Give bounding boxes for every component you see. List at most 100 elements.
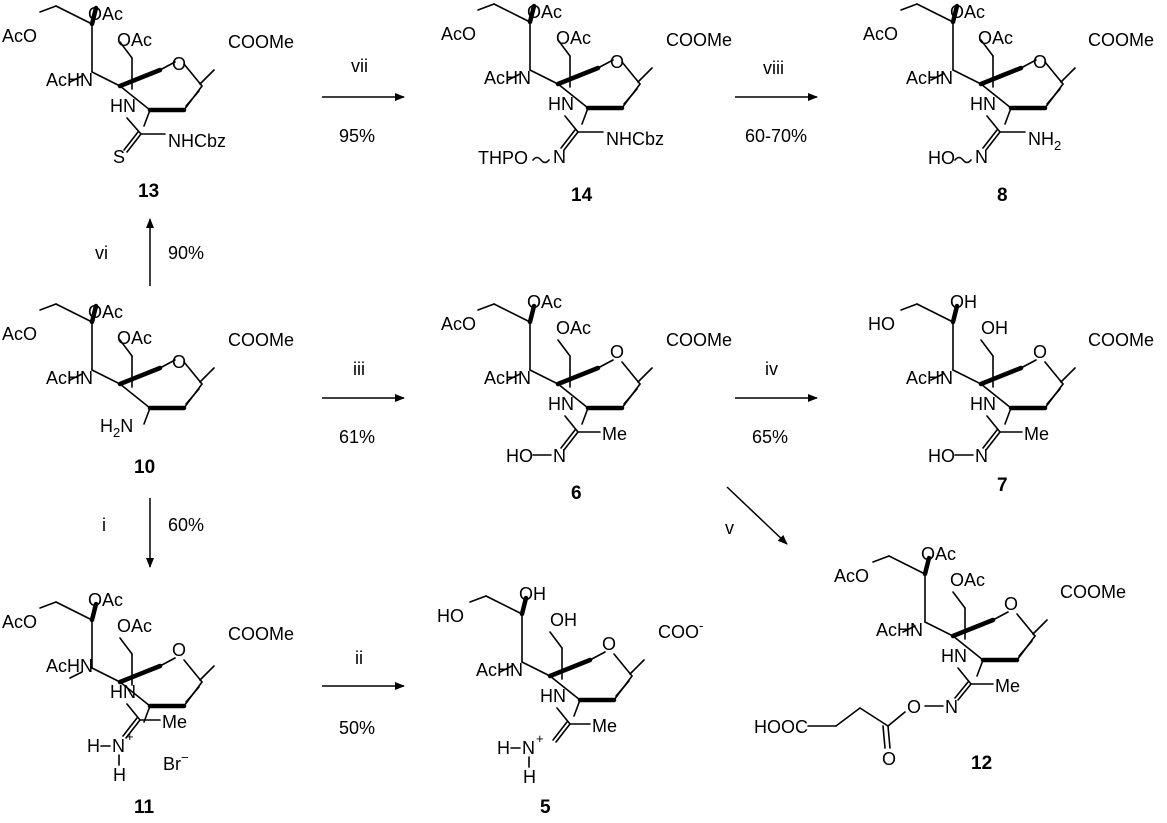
ester-group: COOMe [228,32,294,52]
yield-label: 65% [752,427,788,447]
yield-label: 50% [339,718,375,738]
carboxylate-charge: - [699,618,703,633]
methyl-group: Me [995,676,1020,696]
ester-group: COOMe [228,330,294,350]
yield-label: 95% [339,126,375,146]
yield-label: 61% [339,427,375,447]
ch2-substituent: HO [868,314,895,334]
arrow-vii: vii 95% [322,56,405,146]
compound-number: 11 [134,797,155,818]
amine-n: N [120,416,133,436]
methyl-group: Me [592,716,617,736]
iminium-nitrogen: N [522,738,535,758]
imine-nitrogen: N [553,147,566,167]
compound-number: 13 [138,181,159,202]
ring-oxygen: O [172,352,186,372]
arrow-viii: viii 60-70% [735,58,818,146]
compound-7: HO OH OH O COOMe AcHN HN Me N HO 7 [868,292,1154,496]
amide-group: AcHN [906,368,953,388]
ch2-substituent: AcO [2,26,37,46]
oxime-hydroxyl: HO [928,446,955,466]
methyl-group: Me [162,712,187,732]
ester-group: COOMe [666,330,732,350]
reagent-label: viii [763,58,784,78]
reagent-label: iv [765,359,778,379]
oxime-hydroxyl: HO [506,446,533,466]
bromide-symbol: Br [163,754,181,774]
reagent-label: iii [353,359,365,379]
iminium-h-bottom: H [113,765,126,785]
ring-oxygen: O [172,640,186,660]
arrow-i: i 60% [102,498,204,568]
ester-group: COOMe [666,30,732,50]
c8-substituent: OAc [950,2,985,22]
reagent-label: vii [351,56,368,76]
amino-group: NH2 [1028,129,1061,153]
c7-substituent: OAc [117,616,152,636]
thp-ether: THPO [478,148,528,168]
ch2-substituent: AcO [2,324,37,344]
amino-nh: NH [1028,129,1054,149]
compound-number: 7 [997,475,1008,496]
c4-nh: HN [540,686,566,706]
arrow-line [726,486,788,545]
carboxylate-coo: COO [658,622,699,642]
c7-substituent: OAc [556,318,591,338]
c8-substituent: OH [950,292,977,312]
thiourea-nhcbz: NHCbz [168,131,226,151]
imine-nitrogen: N [945,697,958,717]
imine-nitrogen: N [553,446,566,466]
c4-nh: HN [941,646,967,666]
c4-nh: HN [110,682,136,702]
positive-charge: + [536,731,544,746]
c7-substituent: OAc [978,28,1013,48]
amide-group: AcHN [476,660,523,680]
iminium-h-left: H [497,738,510,758]
amide-group: AcHN [876,620,923,640]
c7-substituent: OAc [117,30,152,50]
compound-12: AcO OAc OAc O COOMe AcHN HN Me N O O HOO… [754,544,1126,774]
compound-14: AcO OAc OAc O COOMe AcHN HN N NHCbz THPO… [441,2,732,206]
imine-nitrogen: N [975,147,988,167]
c8-substituent: OAc [527,292,562,312]
ester-group: COOMe [228,624,294,644]
c8-substituent: OAc [88,302,123,322]
compound-number: 8 [997,185,1008,206]
compound-11: AcO OAc OAc O COOMe AcHN HN Me H N + H B… [2,590,294,818]
ring-oxygen: O [602,634,616,654]
c7-substituent: OH [981,318,1008,338]
reagent-label: vi [95,243,108,263]
yield-label: 60-70% [745,126,807,146]
amide-group: AcHN [906,68,953,88]
amide-group: AcHN [46,656,93,676]
arrow-vi: vi 90% [95,218,204,286]
compound-number: 12 [971,753,992,774]
amide-group: AcHN [46,368,93,388]
amide-group: AcHN [46,70,93,90]
c4-nh: HN [970,94,996,114]
imine-nitrogen: N [975,446,988,466]
compound-number: 10 [134,457,155,478]
compound-number: 14 [571,185,593,206]
methyl-group: Me [1024,424,1049,444]
ester-group: COOMe [1088,30,1154,50]
ch2-substituent: AcO [834,566,869,586]
c7-substituent: OAc [950,570,985,590]
carboxylic-acid: HOOC [754,717,808,737]
ring-oxygen: O [172,54,186,74]
arrow-v: v [725,486,788,545]
methyl-group: Me [602,424,627,444]
ch2-substituent: HO [437,606,464,626]
carbonyl-oxygen: O [882,749,896,769]
compound-number: 6 [571,483,582,504]
c4-nh: HN [548,394,574,414]
iminium-h-bottom: H [523,767,536,787]
ring-oxygen: O [610,342,624,362]
c4-nh: HN [970,394,996,414]
ring-oxygen: O [1033,52,1047,72]
c7-substituent: OAc [556,28,591,48]
ester-group: COOMe [1088,330,1154,350]
carboxylate-group: COO- [658,618,703,642]
amine-subscript: 2 [113,425,120,440]
